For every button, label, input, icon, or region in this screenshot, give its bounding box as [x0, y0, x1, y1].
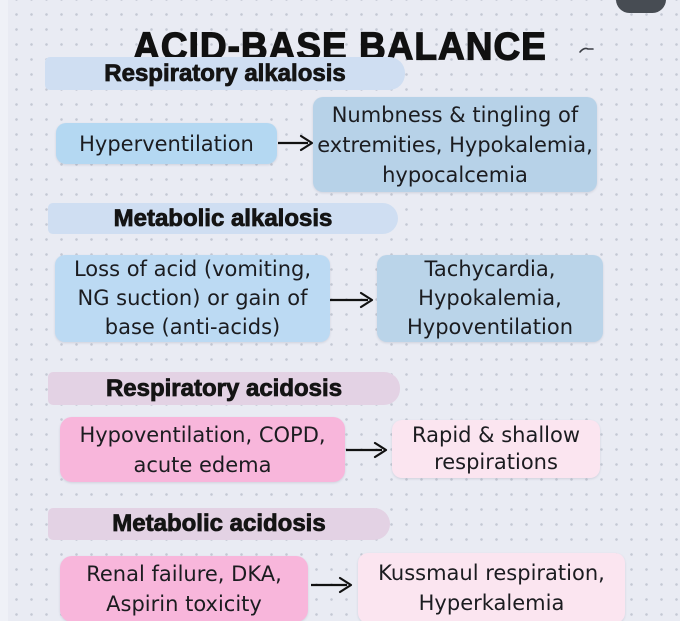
- cause-box-respiratory-acidosis: Hypoventilation, COPD, acute edema: [60, 417, 345, 482]
- right-arrow-icon: [330, 291, 374, 309]
- section-heading-metabolic-acidosis: Metabolic acidosis: [48, 508, 390, 540]
- effect-box-metabolic-alkalosis: Tachycardia, Hypokalemia, Hypoventilatio…: [377, 255, 603, 342]
- cause-box-respiratory-alkalosis: Hyperventilation: [56, 123, 277, 164]
- section-heading-label: Metabolic acidosis: [112, 510, 326, 538]
- section-heading-metabolic-alkalosis: Metabolic alkalosis: [48, 203, 398, 234]
- section-heading-label: Respiratory acidosis: [105, 374, 343, 402]
- page-edge: [0, 0, 8, 621]
- effect-box-metabolic-acidosis: Kussmaul respiration, Hyperkalemia: [358, 553, 625, 621]
- cause-box-metabolic-acidosis: Renal failure, DKA, Aspirin toxicity: [60, 556, 308, 621]
- section-heading-label: Respiratory alkalosis: [104, 59, 346, 87]
- squiggle-mark: [579, 47, 594, 53]
- right-arrow-icon: [311, 576, 353, 594]
- right-arrow-icon: [346, 441, 388, 459]
- effect-box-respiratory-alkalosis: Numbness & tingling of extremities, Hypo…: [313, 97, 597, 192]
- right-arrow-icon: [278, 134, 314, 152]
- cause-box-metabolic-alkalosis: Loss of acid (vomiting, NG suction) or g…: [55, 255, 330, 342]
- section-heading-label: Metabolic alkalosis: [113, 204, 333, 232]
- section-heading-respiratory-alkalosis: Respiratory alkalosis: [45, 57, 405, 90]
- corner-sticker: [616, 0, 666, 13]
- section-heading-respiratory-acidosis: Respiratory acidosis: [48, 372, 400, 405]
- effect-box-respiratory-acidosis: Rapid & shallow respirations: [392, 420, 600, 478]
